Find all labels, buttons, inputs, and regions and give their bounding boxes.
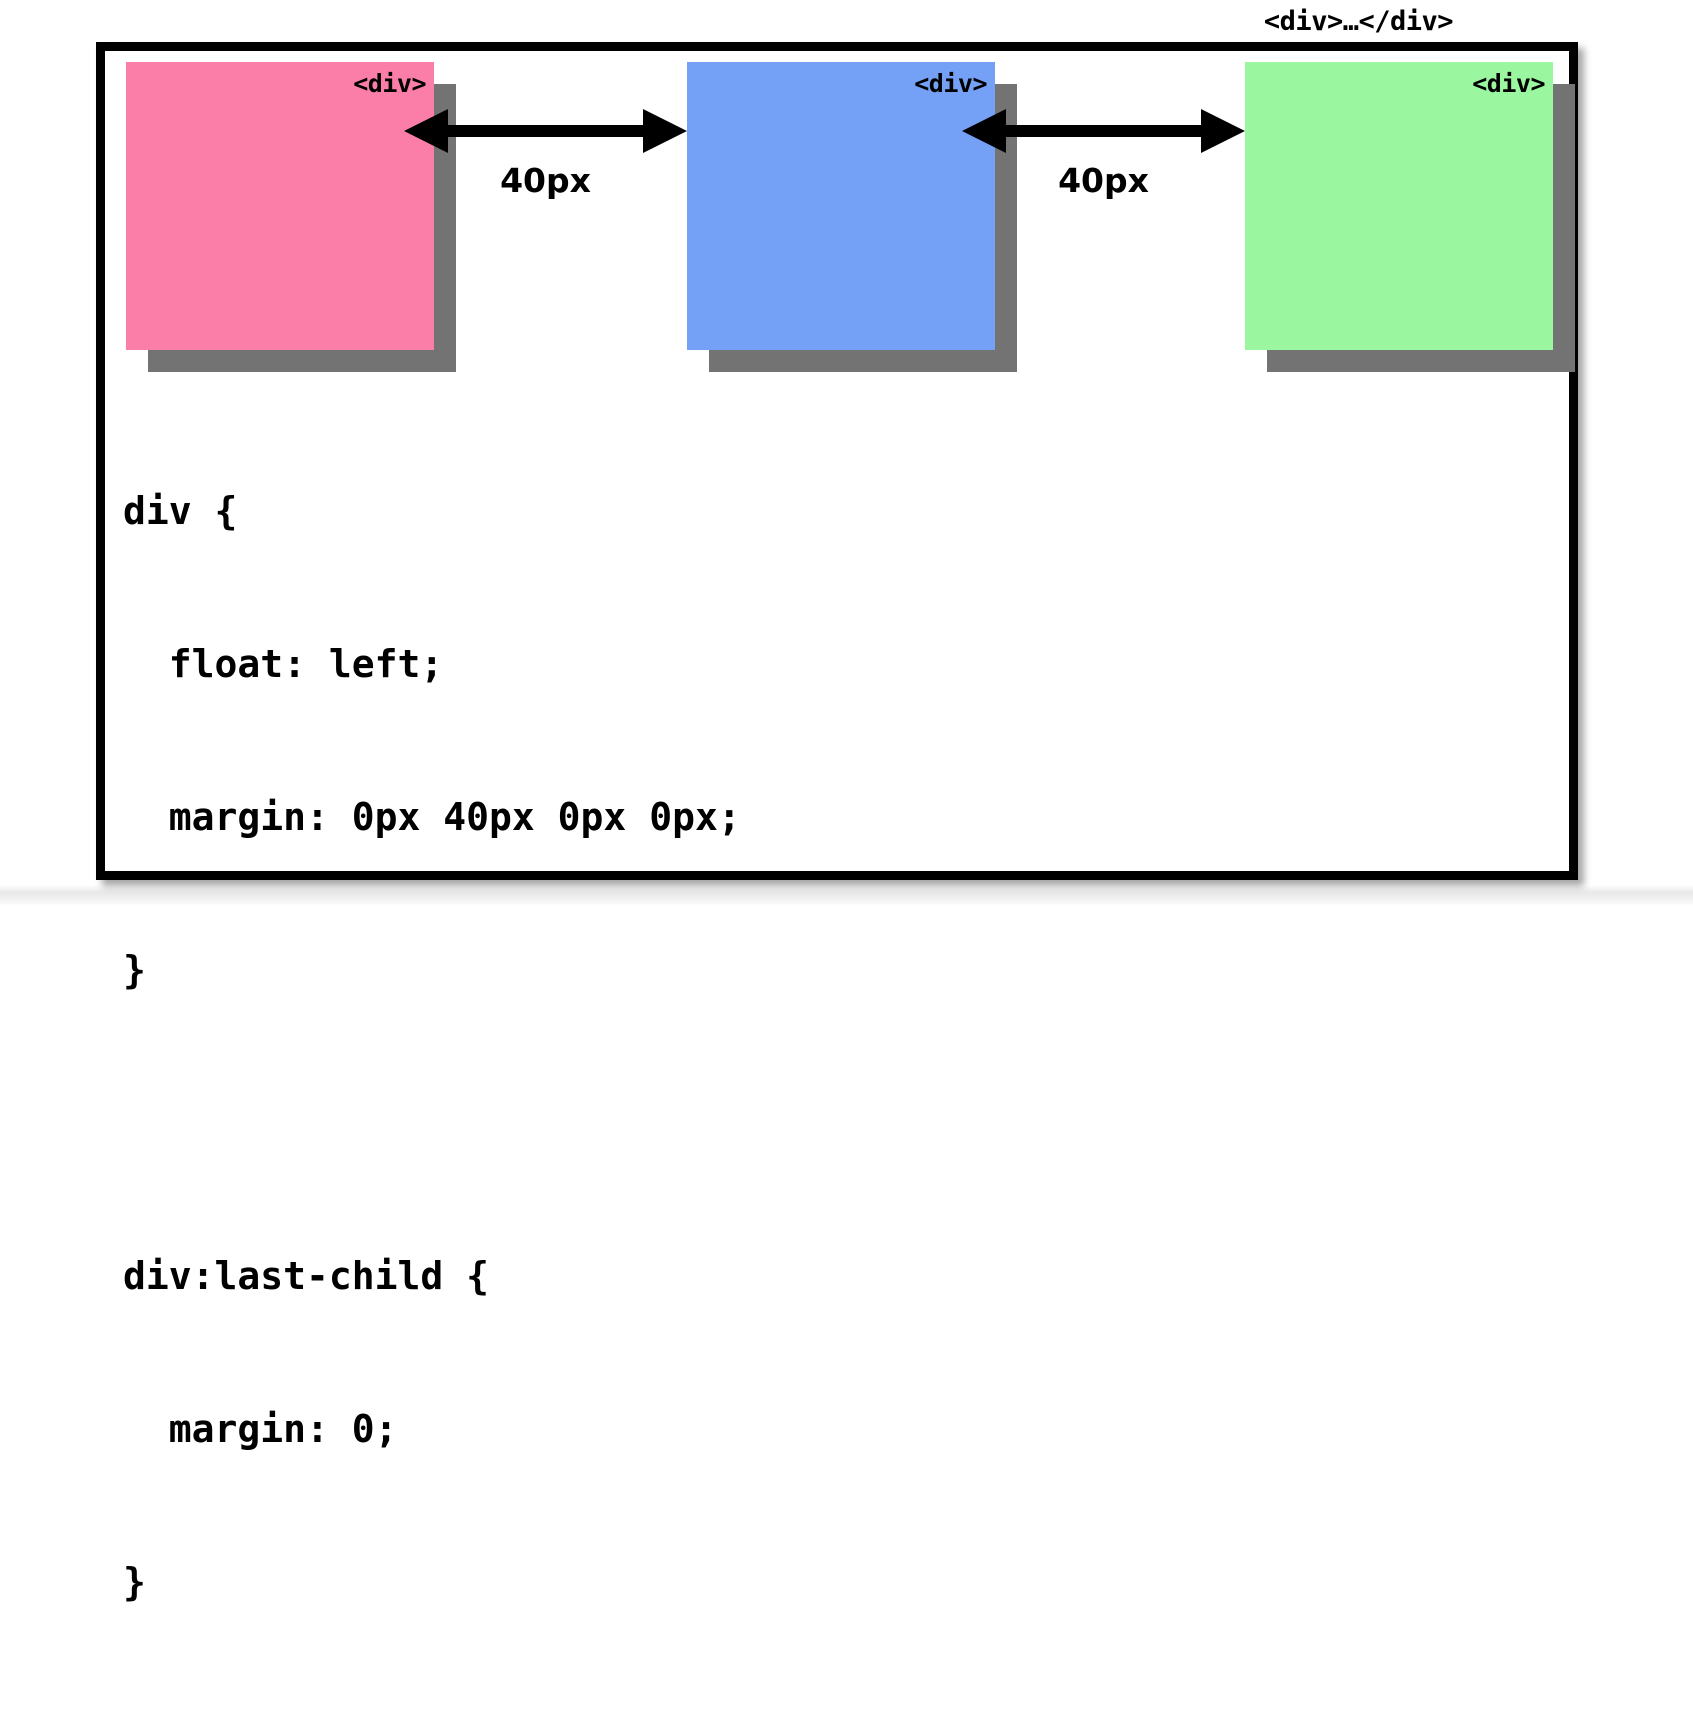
margin-measure-1-label: 40px [500, 161, 591, 200]
blue-div-box-label: <div> [914, 69, 987, 98]
float-box-row: <div> <div> <div> 40px [105, 51, 1569, 381]
code-line: div { [123, 489, 238, 533]
code-line: float: left; [123, 642, 444, 686]
pink-div-box: <div> [126, 62, 434, 350]
green-div-box-label: <div> [1472, 69, 1545, 98]
code-line: } [123, 948, 146, 992]
margin-measure-2-label: 40px [1058, 161, 1149, 200]
double-arrow-icon [962, 109, 1245, 153]
code-line: margin: 0; [123, 1407, 398, 1451]
double-arrow-icon [404, 109, 687, 153]
code-line-blank [123, 1098, 1559, 1149]
page-bottom-gradient-band [0, 885, 1693, 906]
demo-frame: <div> <div> <div> 40px [96, 42, 1578, 1604]
margin-measure-2: 40px [962, 107, 1245, 200]
slide-caption: <div>…</div> [1263, 6, 1454, 37]
code-line: div:last-child { [123, 1254, 490, 1298]
code-line: margin: 0px 40px 0px 0px; [123, 795, 741, 839]
margin-measure-1: 40px [404, 107, 687, 200]
blue-div-box: <div> [687, 62, 995, 350]
green-div-box: <div> [1245, 62, 1553, 350]
code-line: } [123, 1560, 146, 1604]
pink-div-box-label: <div> [353, 69, 426, 98]
css-code-block: div { float: left; margin: 0px 40px 0px … [123, 384, 1559, 1710]
